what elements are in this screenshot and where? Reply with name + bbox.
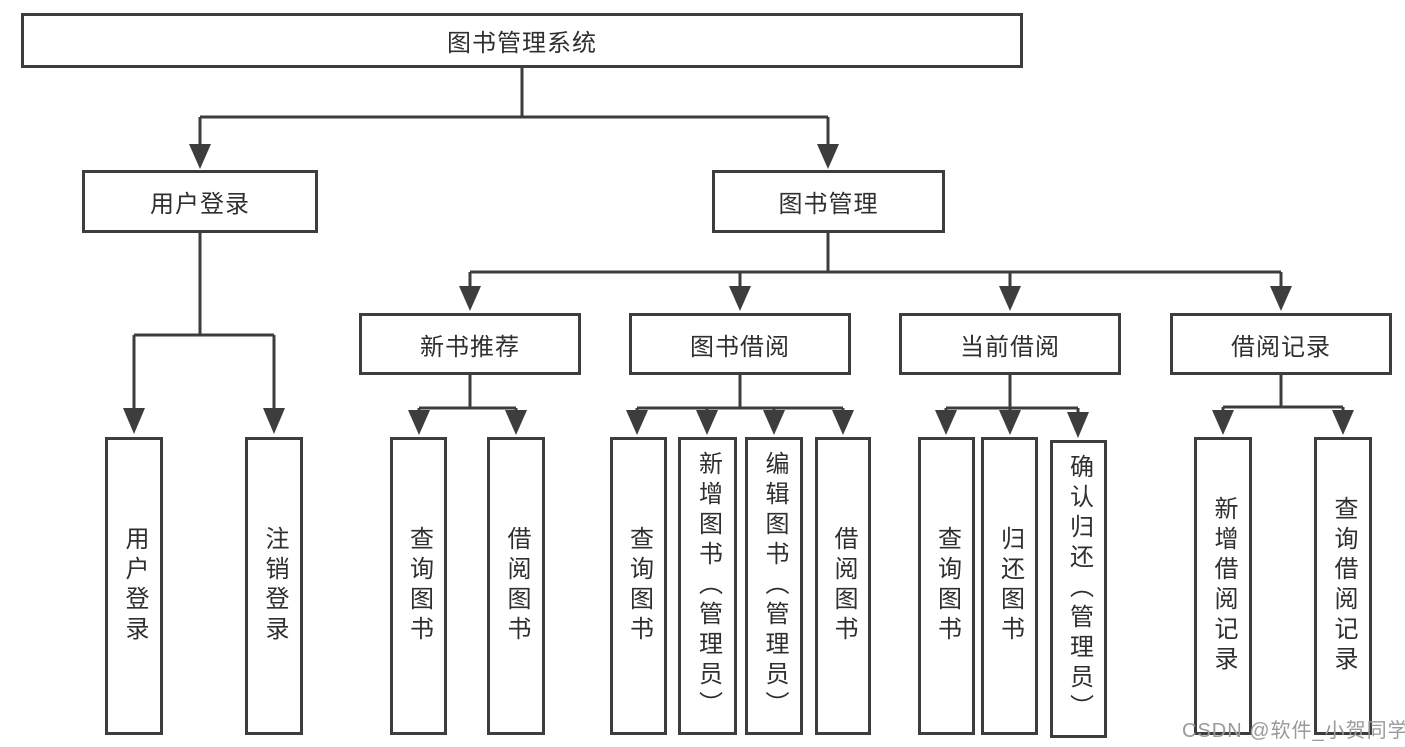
leaf-query-books-borrowing: 查询图书 (610, 437, 667, 735)
node-borrowing-records: 借阅记录 (1170, 313, 1392, 375)
node-borrowing-records-label: 借阅记录 (1231, 333, 1331, 361)
node-current-borrowing: 当前借阅 (899, 313, 1121, 375)
leaf-return-books: 归还图书 (981, 437, 1038, 735)
connector-book-borrowing-children (626, 375, 854, 435)
node-library-system-label: 图书管理系统 (447, 30, 597, 57)
connector-current-borrowing-children (935, 375, 1089, 438)
leaf-query-books-current: 查询图书 (918, 437, 975, 735)
node-library-system: 图书管理系统 (21, 13, 1023, 68)
connector-borrowing-records-children (1212, 375, 1354, 435)
node-book-management: 图书管理 (712, 170, 945, 233)
node-book-management-label: 图书管理 (778, 191, 879, 218)
node-user-login-label: 用户登录 (150, 191, 250, 218)
leaf-user-login: 用户登录 (105, 437, 163, 735)
leaf-edit-book-admin: 编辑图书（管理员） (745, 437, 803, 735)
leaf-logout: 注销登录 (245, 437, 303, 735)
node-book-borrowing-label: 图书借阅 (690, 333, 790, 361)
leaf-add-book-admin-label: 新增图书（管理员） (694, 451, 722, 721)
leaf-edit-book-admin-label: 编辑图书（管理员） (761, 451, 788, 721)
connector-new-book-recommend-children (408, 375, 527, 435)
leaf-borrow-books-borrowing-label: 借阅图书 (830, 526, 857, 646)
leaf-query-books-recommend-label: 查询图书 (405, 526, 433, 646)
node-new-book-recommend-label: 新书推荐 (420, 333, 520, 361)
leaf-borrow-books-recommend: 借阅图书 (487, 437, 545, 735)
connector-root-to-level2 (189, 68, 839, 169)
leaf-add-borrow-record-label: 新增借阅记录 (1210, 496, 1237, 676)
connector-user-login-children (123, 233, 285, 434)
leaf-query-borrow-record-label: 查询借阅记录 (1330, 496, 1357, 676)
leaf-query-books-borrowing-label: 查询图书 (625, 526, 653, 646)
watermark-text: CSDN @软件_小贺同学 (1182, 720, 1405, 742)
node-user-login: 用户登录 (82, 170, 318, 233)
node-book-borrowing: 图书借阅 (629, 313, 851, 375)
leaf-add-book-admin: 新增图书（管理员） (678, 437, 737, 735)
leaf-query-books-current-label: 查询图书 (933, 526, 961, 646)
leaf-confirm-return-admin: 确认归还（管理员） (1050, 440, 1107, 738)
leaf-confirm-return-admin-label: 确认归还（管理员） (1065, 454, 1093, 724)
leaf-user-login-label: 用户登录 (121, 526, 148, 646)
node-new-book-recommend: 新书推荐 (359, 313, 581, 375)
leaf-borrow-books-borrowing: 借阅图书 (815, 437, 871, 735)
leaf-add-borrow-record: 新增借阅记录 (1194, 437, 1252, 735)
leaf-query-books-recommend: 查询图书 (390, 437, 447, 735)
leaf-query-borrow-record: 查询借阅记录 (1314, 437, 1372, 735)
connector-book-management-children (459, 233, 1292, 311)
node-current-borrowing-label: 当前借阅 (960, 333, 1060, 361)
leaf-logout-label: 注销登录 (261, 526, 288, 646)
leaf-return-books-label: 归还图书 (996, 526, 1024, 646)
leaf-borrow-books-recommend-label: 借阅图书 (503, 526, 530, 646)
